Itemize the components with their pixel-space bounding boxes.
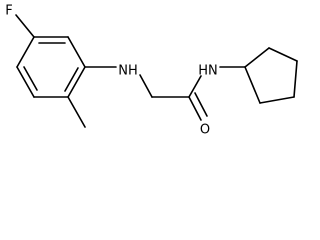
cp-bond-4 <box>259 96 295 104</box>
co-n-bond <box>188 75 202 98</box>
molecule-canvas: F NH HN O <box>5 4 298 138</box>
ring-bond-3 <box>67 66 86 98</box>
benzene-ring <box>16 36 86 98</box>
molecule-structure: F NH HN O <box>5 4 298 138</box>
ring-double-bond-2 <box>64 67 79 92</box>
cp-bond-5 <box>244 66 261 104</box>
n-ch2-bond <box>139 74 153 98</box>
cyclopentane-ring <box>244 47 298 104</box>
ring-double-bond-3 <box>23 66 38 91</box>
c-o-bond <box>188 96 202 121</box>
c-o-double-bond <box>194 92 208 117</box>
c-f-bond <box>15 14 35 38</box>
cp-bond-3 <box>293 60 298 98</box>
cp-bond-2 <box>268 47 298 62</box>
atom-label-amide-nh: HN <box>198 64 218 79</box>
ring-bond-2 <box>67 36 86 68</box>
ring-bond-5 <box>16 66 35 98</box>
atom-label-fluorine: F <box>5 4 12 19</box>
atom-label-carbonyl-oxygen: O <box>200 123 210 138</box>
methyl-bond <box>67 96 86 128</box>
cp-bond-1 <box>244 47 270 68</box>
ring-bond-6 <box>16 36 35 68</box>
atom-label-amine-nh: NH <box>118 64 138 79</box>
